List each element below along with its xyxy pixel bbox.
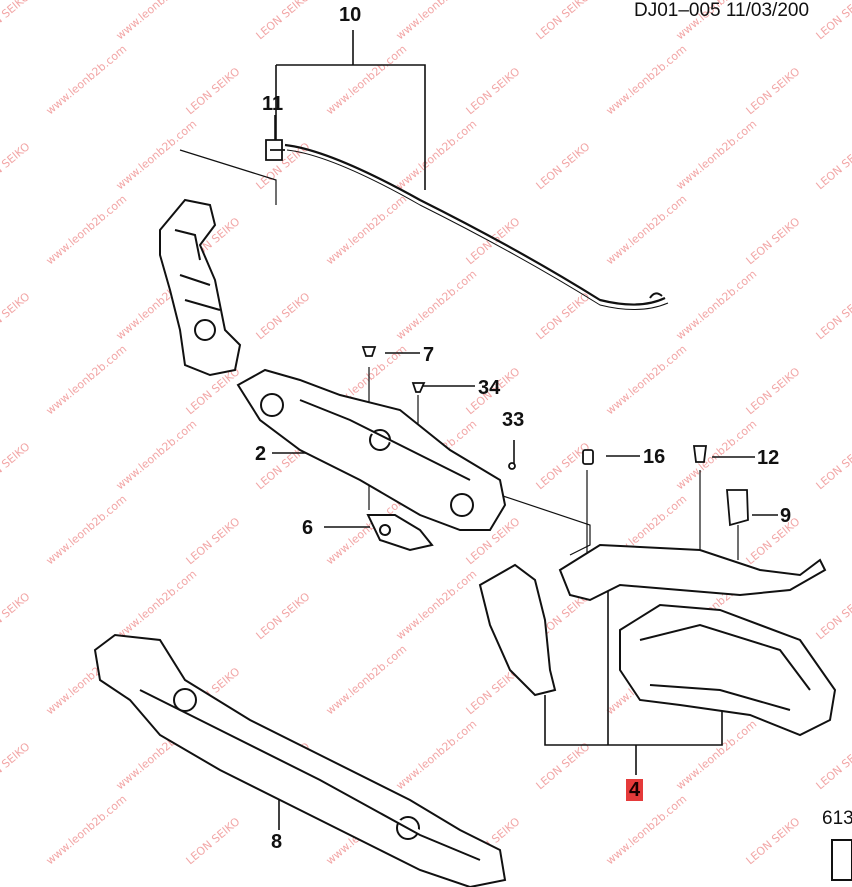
watermark-text: LEON SEIKO [534,290,593,343]
watermark-text: www.leonb2b.com [114,417,200,492]
upper-cross-member [236,368,507,531]
watermark-text: LEON SEIKO [814,140,852,193]
callout-9: 9 [780,505,792,527]
watermark-text: LEON SEIKO [814,740,852,793]
watermark-text: LEON SEIKO [814,440,852,493]
watermark-text: www.leonb2b.com [394,117,480,192]
watermark-text: www.leonb2b.com [44,192,130,267]
clip-part [265,139,285,161]
watermark-text: LEON SEIKO [254,290,313,343]
watermark-text: www.leonb2b.com [674,117,760,192]
page-number: 613 [822,808,852,829]
watermark-text: www.leonb2b.com [114,117,200,192]
watermark-text: LEON SEIKO [184,515,243,568]
watermark-text: www.leonb2b.com [604,342,690,417]
watermark-text: LEON SEIKO [814,290,852,343]
callout-7: 7 [423,344,435,366]
watermark-text: LEON SEIKO [534,740,593,793]
callout-10: 10 [339,4,362,26]
watermark-text: www.leonb2b.com [674,717,760,792]
callout-4: 4 [626,779,644,801]
watermark-text: LEON SEIKO [814,590,852,643]
watermark-text: www.leonb2b.com [324,192,410,267]
watermark-text: LEON SEIKO [0,0,33,42]
fasteners [361,346,749,527]
watermark-text: LEON SEIKO [0,290,33,343]
watermark-text: LEON SEIKO [0,590,33,643]
watermark-text: www.leonb2b.com [604,42,690,117]
watermark-text: LEON SEIKO [534,0,593,42]
watermark-text: LEON SEIKO [744,215,803,268]
watermark-text: LEON SEIKO [464,215,523,268]
watermark-text: LEON SEIKO [0,440,33,493]
diagram-code: DJ01–005 11/03/200 [634,0,810,21]
watermark-text: LEON SEIKO [744,515,803,568]
watermark-text: www.leonb2b.com [674,417,760,492]
watermark-text: www.leonb2b.com [324,42,410,117]
watermark-text: LEON SEIKO [744,815,803,868]
callout-6: 6 [302,517,314,539]
side-members-right [478,543,837,737]
callout-2: 2 [255,443,267,465]
watermark-text: www.leonb2b.com [394,717,480,792]
watermark-text: LEON SEIKO [744,365,803,418]
lower-cross-member [93,633,507,887]
watermark-text: www.leonb2b.com [114,0,200,42]
watermark-text: LEON SEIKO [534,140,593,193]
watermark-text: www.leonb2b.com [44,42,130,117]
callout-34: 34 [478,377,501,399]
stamp-box [831,839,852,881]
callout-16: 16 [643,446,666,468]
watermark-text: LEON SEIKO [0,140,33,193]
side-bracket-left [159,198,242,377]
watermark-text: www.leonb2b.com [44,342,130,417]
watermark-text: LEON SEIKO [744,65,803,118]
reference-planes [179,149,591,556]
watermark-text: www.leonb2b.com [604,192,690,267]
watermark-text: www.leonb2b.com [44,492,130,567]
watermark-text: www.leonb2b.com [114,567,200,642]
latch-part [366,514,434,552]
watermark-text: LEON SEIKO [184,815,243,868]
watermark-text: www.leonb2b.com [324,642,410,717]
watermark-text: LEON SEIKO [464,65,523,118]
callout-33: 33 [502,409,525,431]
watermark-text: LEON SEIKO [534,440,593,493]
watermark-text: LEON SEIKO [0,740,33,793]
watermark-text: www.leonb2b.com [394,567,480,642]
watermark-text: LEON SEIKO [184,65,243,118]
hood-rod-part [284,143,666,306]
watermark-text: LEON SEIKO [814,0,852,42]
callout-8: 8 [271,831,283,853]
callout-11: 11 [262,93,284,115]
watermark-text: www.leonb2b.com [44,792,130,867]
callout-12: 12 [757,447,780,469]
watermark-text: LEON SEIKO [254,590,313,643]
watermark-text: www.leonb2b.com [394,267,480,342]
watermark-text: www.leonb2b.com [604,792,690,867]
watermark-text: LEON SEIKO [254,0,313,42]
watermark-text: www.leonb2b.com [674,267,760,342]
watermark-text: www.leonb2b.com [394,0,480,42]
